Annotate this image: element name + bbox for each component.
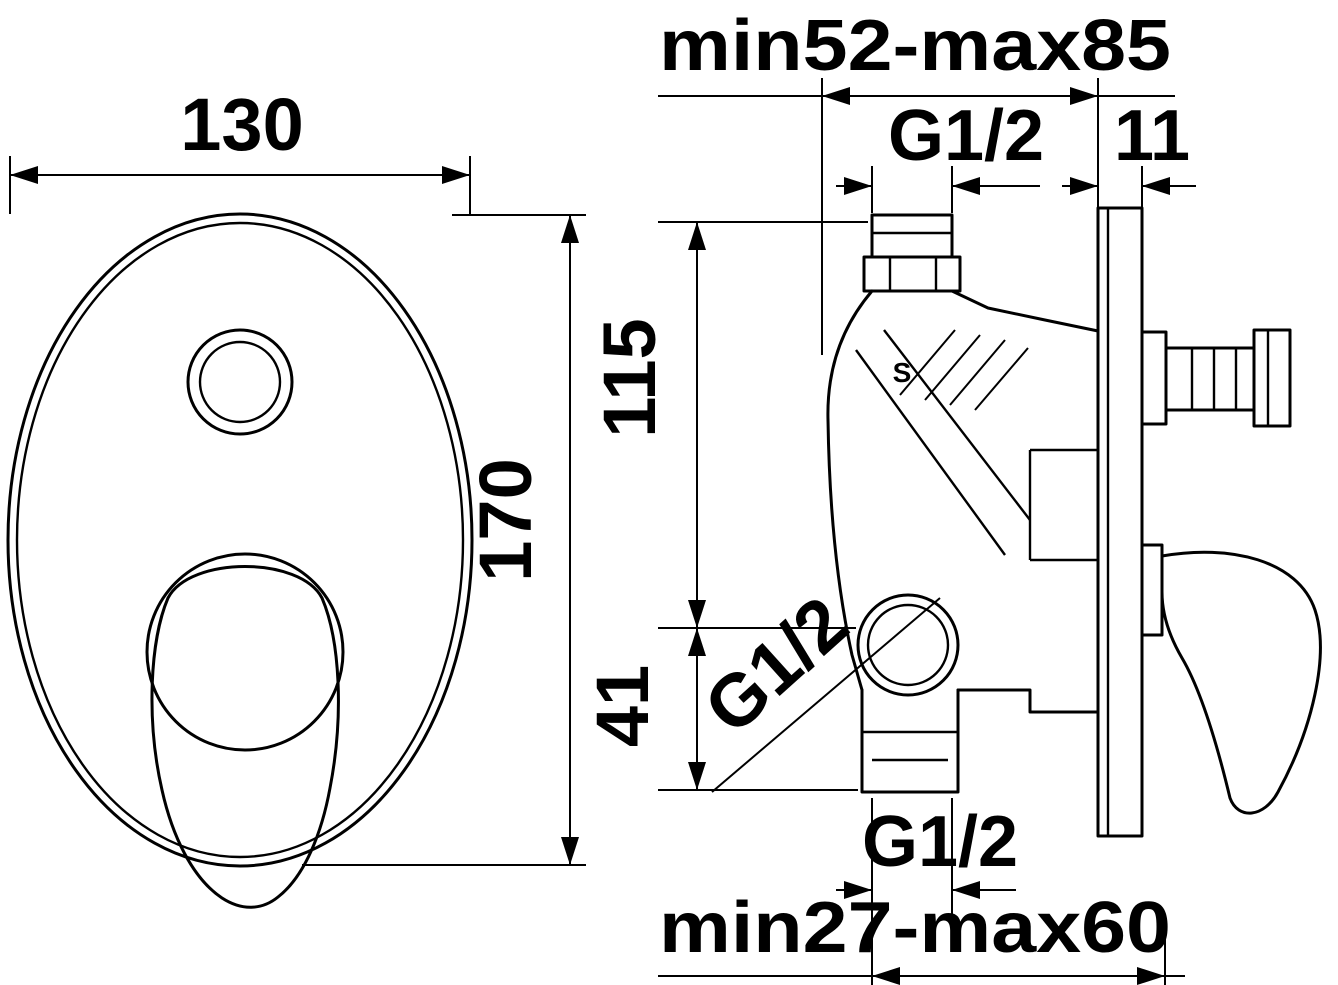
handle-lever-side [1140, 543, 1322, 815]
lower-height-label: 41 [581, 665, 664, 747]
front-view: 130 170 [6, 83, 586, 909]
top-pipe-nut [862, 255, 962, 293]
leader-line [711, 597, 941, 793]
faceplate-outer-ellipse [6, 212, 474, 868]
top-depth-label: min52-max85 [659, 6, 1171, 86]
plate-thickness-dimension: 11 [1062, 96, 1196, 208]
arrowhead-right [1070, 177, 1098, 195]
mechanism-diagonal [883, 329, 1031, 521]
diverter-button-outer [186, 328, 294, 436]
front-width-dimension: 130 [9, 83, 471, 214]
knob-stem [1164, 346, 1256, 412]
arrowhead-left [952, 881, 980, 899]
diverter-knob-side [1140, 328, 1292, 428]
knob-cap [1252, 328, 1292, 428]
plate-thickness-label: 11 [1114, 96, 1190, 176]
arrowhead-right [442, 166, 470, 184]
arrowhead-up [561, 215, 579, 243]
arrowhead-right [1070, 87, 1098, 105]
top-depth-dimension: min52-max85 [658, 6, 1175, 355]
handle-lever-profile [1160, 550, 1322, 815]
arrowhead-right [844, 881, 872, 899]
bottom-port-thread-dimension: G1/2 [836, 798, 1018, 985]
arrowhead-up [688, 222, 706, 250]
faceplate-inner-ellipse [15, 221, 465, 859]
wall-plate [1096, 206, 1144, 838]
body-mark-label: S [893, 357, 912, 388]
bottom-depth-dimension: min27-max60 [658, 888, 1185, 985]
bottom-depth-label: min27-max60 [659, 888, 1171, 968]
arrowhead-left [952, 177, 980, 195]
handle-lever-front [150, 565, 340, 909]
knob-flange [1140, 330, 1168, 426]
arrowhead-right [844, 177, 872, 195]
side-port-thread-label: G1/2 [689, 581, 864, 750]
upper-height-dimension: 115 [588, 221, 868, 629]
body-bottom-edge [956, 688, 1100, 714]
body-left-lower-edge [826, 418, 864, 692]
arrowhead-down [561, 837, 579, 865]
upper-height-label: 115 [588, 318, 671, 437]
top-port-thread-label: G1/2 [888, 96, 1044, 176]
top-port-thread-dimension: G1/2 [836, 96, 1044, 213]
arrowhead-left [872, 967, 900, 985]
arrowhead-down [688, 762, 706, 790]
top-outlet-pipe [862, 213, 962, 293]
section-hatching [899, 329, 1029, 411]
side-port-outer-circle [856, 593, 960, 697]
handle-base-circle [145, 552, 345, 752]
arrowhead-left [1142, 177, 1170, 195]
body-top-edge [870, 289, 1100, 333]
valve-body: S [826, 289, 1100, 794]
side-view: S min52-max85 [581, 6, 1322, 985]
front-width-label: 130 [180, 83, 303, 166]
bottom-port-thread-label: G1/2 [862, 802, 1018, 882]
mechanism-diagonal [855, 349, 1006, 556]
handle-escutcheon [1140, 543, 1164, 637]
arrowhead-left [10, 166, 38, 184]
top-pipe-nipple [870, 213, 954, 259]
arrowhead-down [688, 600, 706, 628]
front-height-label: 170 [464, 458, 547, 581]
arrowhead-up [688, 628, 706, 656]
side-port-inner-circle [866, 603, 950, 687]
front-height-dimension: 170 [302, 214, 586, 866]
arrowhead-left [822, 87, 850, 105]
arrowhead-right [1137, 967, 1165, 985]
body-left-upper-edge [826, 289, 874, 422]
bottom-outlet-pipe [860, 688, 960, 794]
diverter-button-inner [198, 340, 282, 424]
lower-height-dimension: 41 [581, 628, 858, 791]
